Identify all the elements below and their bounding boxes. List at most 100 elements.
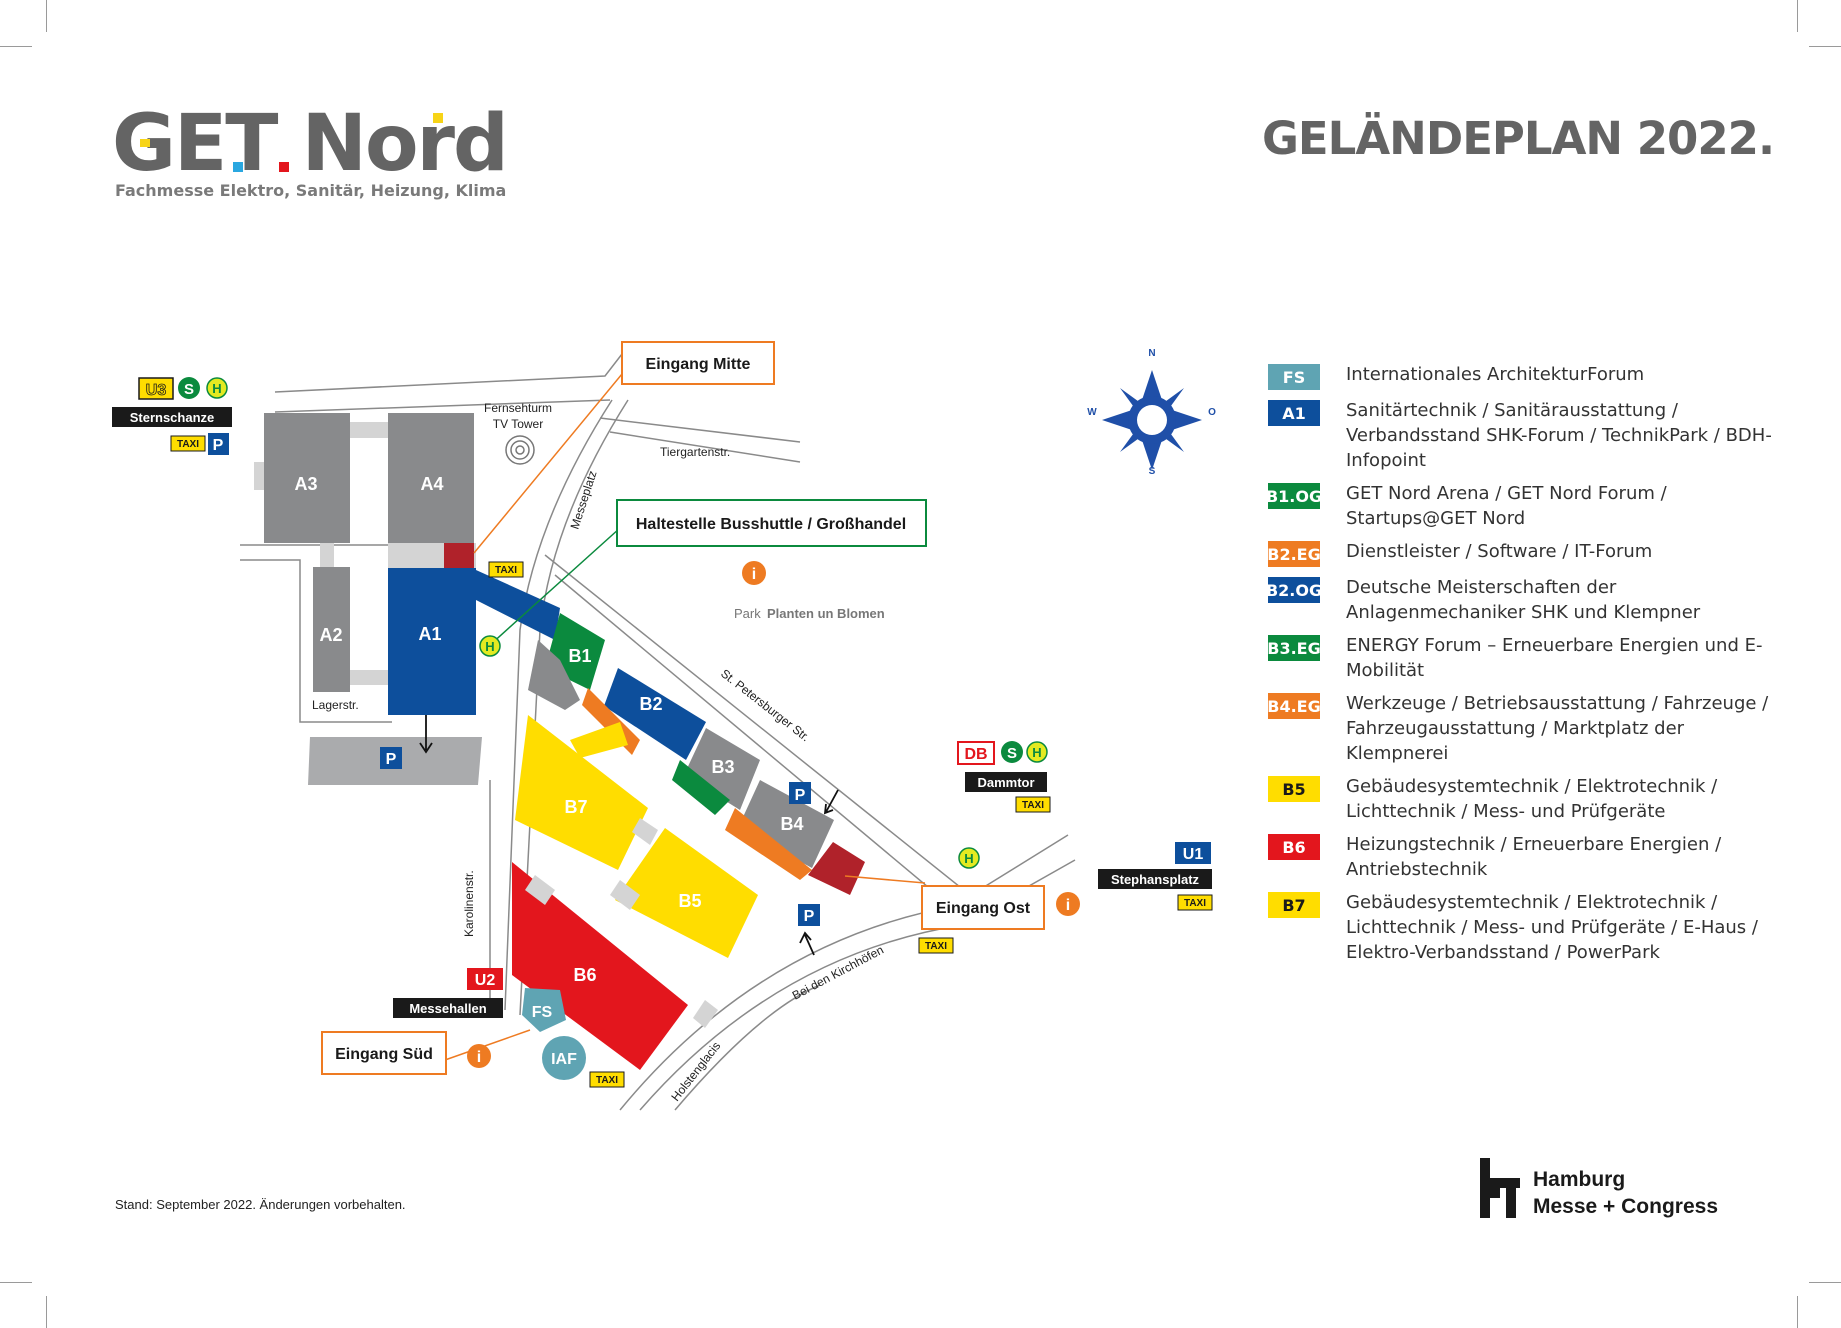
- compass-s: S: [1149, 466, 1156, 477]
- hall-a2-label: A2: [319, 625, 342, 645]
- road-holstenglacis: [674, 984, 821, 1111]
- s-bahn-icon-dammtor: S: [1007, 745, 1017, 762]
- park-label: Planten un Blomen: [767, 606, 885, 621]
- legend-text: Internationales ArchitekturForum: [1346, 364, 1645, 385]
- legend-text: Gebäudesystemtechnik / Elektrotechnik / …: [1346, 892, 1758, 963]
- station-messehallen: Messehallen: [409, 1001, 486, 1016]
- entrance-mitte-box: [621, 341, 775, 385]
- parking-icon-lot: P: [386, 751, 397, 768]
- road-kirchhoefen-b: [639, 924, 963, 1111]
- hall-b1-gray: [528, 640, 580, 710]
- info-icon-sued: i: [477, 1049, 481, 1066]
- legend-item: B5 Gebäudesystemtechnik / Elektrotechnik …: [1268, 774, 1808, 824]
- hall-b2: [604, 668, 706, 760]
- legend-badge: B7: [1268, 892, 1320, 918]
- taxi-icon-sternschanze: TAXI: [177, 439, 199, 450]
- hall-b5: [615, 828, 758, 958]
- tower-label-1: Fernsehturm: [484, 401, 552, 415]
- legend-badge: B2.EG: [1267, 541, 1321, 567]
- road-tiergarten-2: [609, 431, 801, 463]
- parking-icon-sternschanze: P: [213, 437, 224, 454]
- hall-b6: [512, 862, 688, 1070]
- legend-badge: B1.OG: [1266, 483, 1322, 509]
- road-petersburger-a: [544, 554, 971, 896]
- hall-b3-label: B3: [711, 757, 734, 777]
- info-icon-park: i: [752, 566, 756, 583]
- station-sternschanze: Sternschanze: [130, 410, 215, 425]
- road-kirchhoefen-a: [619, 904, 961, 1111]
- hall-a1-label: A1: [418, 624, 441, 644]
- hall-a4-label: A4: [420, 474, 443, 494]
- logo-accent-blue: [233, 162, 243, 172]
- logo-accent-yellow-2: [433, 113, 443, 123]
- park-label-prefix: Park: [734, 606, 761, 621]
- entrance-sued-box: [321, 1031, 447, 1075]
- legend-badge: B5: [1268, 776, 1320, 802]
- parking-icon-b4: P: [795, 787, 806, 804]
- db-badge: DB: [964, 746, 987, 763]
- page-title: GELÄNDEPLAN 2022.: [1262, 112, 1775, 165]
- legend-badge: B4.EG: [1267, 693, 1321, 719]
- tower-label-2: TV Tower: [493, 417, 543, 431]
- road-lager-2: [240, 559, 392, 723]
- bus-stop-icon-ost: H: [964, 851, 973, 866]
- hall-b5-label: B5: [678, 891, 701, 911]
- hall-a1: [388, 568, 476, 715]
- street-kirchhoefen: Bei den Kirchhöfen: [790, 943, 886, 1003]
- arrows: [419, 715, 839, 956]
- hall-b7: [515, 715, 648, 870]
- street-messeplatz: Messeplatz: [568, 469, 600, 531]
- station-stephansplatz: Stephansplatz: [1111, 872, 1200, 887]
- bus-stop-box: [616, 499, 927, 547]
- station-dammtor: Dammtor: [977, 775, 1034, 790]
- taxi-icon-dammtor: TAXI: [1022, 800, 1044, 811]
- compass-icon: [1102, 370, 1202, 470]
- legend-item: B2.EG Dienstleister / Software / IT-Forum: [1267, 539, 1808, 567]
- taxi-icon-mitte: TAXI: [495, 565, 517, 576]
- bus-stop-icon-mitte: H: [485, 639, 494, 654]
- compass-w: W: [1087, 407, 1097, 418]
- u3-badge: U3: [146, 382, 167, 399]
- bus-stop-icon-sternschanze: H: [212, 381, 221, 396]
- info-icon-ost: i: [1066, 897, 1070, 914]
- legend-text: Dienstleister / Software / IT-Forum: [1346, 541, 1653, 562]
- u2-badge: U2: [475, 972, 496, 989]
- legend-text: Gebäudesystemtechnik / Elektrotechnik / …: [1346, 776, 1718, 822]
- legend-text: Deutsche Meisterschaften der Anlagenmech…: [1346, 577, 1701, 623]
- compass-n: N: [1148, 348, 1155, 359]
- publisher-line-2: Messe + Congress: [1533, 1195, 1719, 1218]
- hall-b3: [684, 728, 760, 810]
- hall-a3: [264, 413, 350, 543]
- hall-a4: [388, 413, 474, 543]
- entrance-sued-label: Eingang Süd: [335, 1046, 433, 1063]
- hall-fs: [522, 988, 566, 1032]
- legend-text: ENERGY Forum – Erneuerbare Energien und …: [1346, 635, 1763, 681]
- compass-o: O: [1208, 407, 1216, 418]
- legend-text: Heizungstechnik / Erneuerbare Energien /…: [1346, 834, 1722, 880]
- passage-a1-b1: [476, 570, 560, 640]
- hamburg-messe-logo-icon: [1480, 1158, 1520, 1218]
- legend-badge: FS: [1268, 364, 1320, 390]
- street-karolinen: Karolinenstr.: [462, 870, 476, 937]
- hall-b6-label: B6: [573, 965, 596, 985]
- footnote: Stand: September 2022. Änderungen vorbeh…: [115, 1197, 406, 1212]
- callout-lines: [444, 373, 926, 1061]
- hamburg-messe-logo: Hamburg Messe + Congress: [1478, 1158, 1718, 1223]
- road-north-1: [274, 353, 623, 393]
- hall-b4-orange: [725, 808, 812, 880]
- road-north-2: [274, 399, 611, 413]
- bus-stop-label: Haltestelle Busshuttle / Großhandel: [636, 516, 906, 533]
- hall-b2-label: B2: [639, 694, 662, 714]
- hall-b7-link: [570, 722, 628, 758]
- hall-a4-red: [444, 543, 474, 568]
- legend-badge: A1: [1268, 400, 1320, 426]
- road-tiergarten: [599, 417, 801, 443]
- legend-text: GET Nord Arena / GET Nord Forum / Startu…: [1346, 483, 1667, 529]
- bus-stop-icon-dammtor: H: [1032, 745, 1041, 760]
